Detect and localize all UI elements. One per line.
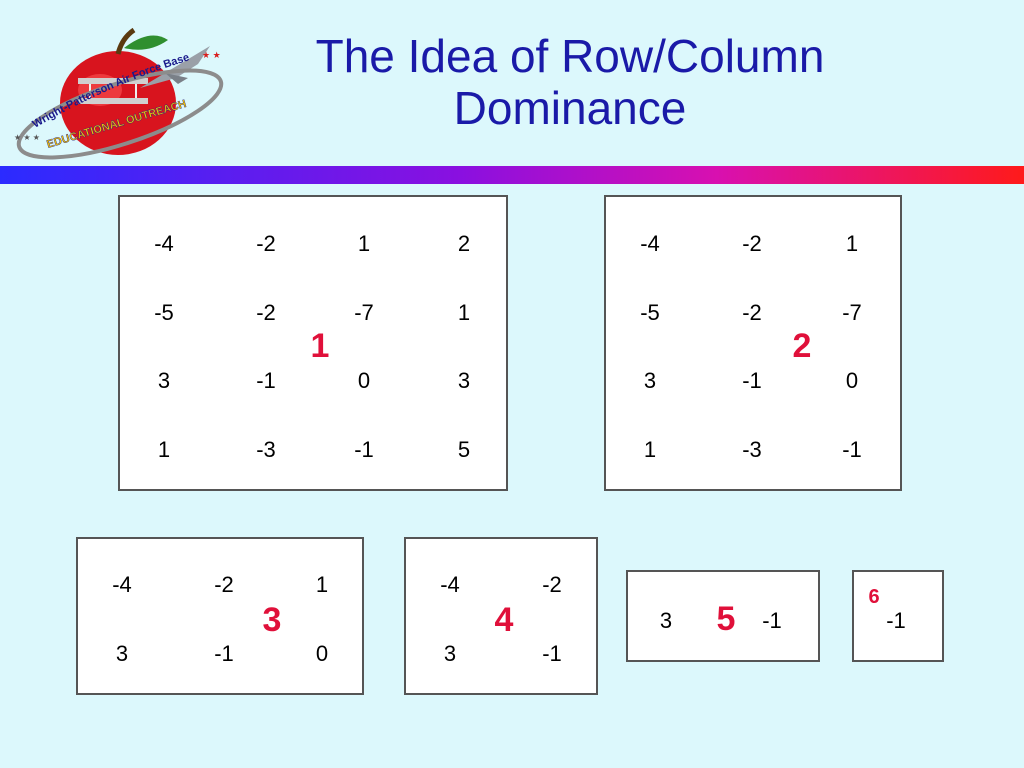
matrix-cell: -1: [842, 437, 862, 462]
matrix-cell: 1: [457, 300, 471, 325]
matrix-2: -4 -2 1 -5 -2 -7 3 -1 0 1 -3 -1 2: [604, 195, 902, 491]
matrix-cell: 5: [457, 437, 471, 462]
matrix-6: -1 6: [852, 570, 944, 662]
matrix-cell: 1: [315, 572, 329, 597]
matrix-cell: -5: [154, 300, 174, 325]
matrix-4: -4 -2 3 -1 4: [404, 537, 598, 695]
matrix-cell: 3: [443, 641, 457, 666]
svg-text:★ ★ ★: ★ ★ ★: [14, 133, 40, 142]
matrix-1: -4 -2 1 2 -5 -2 -7 1 3 -1 0 3 1 -3 -1 5 …: [118, 195, 508, 491]
matrix-1-label: 1: [310, 327, 330, 365]
matrix-5-label: 5: [716, 600, 736, 638]
matrix-3: -4 -2 1 3 -1 0 3: [76, 537, 364, 695]
matrix-cell: 3: [659, 608, 673, 633]
matrix-cell: -4: [154, 231, 174, 256]
matrix-5: 3 -1 5: [626, 570, 820, 662]
matrix-cell: 0: [315, 641, 329, 666]
matrix-cell: 2: [457, 231, 471, 256]
title-line-1: The Idea of Row/Column: [315, 30, 825, 82]
matrix-cell: -3: [256, 437, 276, 462]
matrix-cell: -1: [256, 368, 276, 393]
matrix-cell: -1: [542, 641, 562, 666]
gradient-divider: [0, 166, 1024, 184]
matrix-cell: 0: [845, 368, 859, 393]
matrix-cell: -4: [440, 572, 460, 597]
slide-title: The Idea of Row/Column Dominance: [300, 30, 840, 134]
matrix-cell: -4: [640, 231, 660, 256]
matrix-2-label: 2: [792, 327, 812, 365]
matrix-cell: 1: [643, 437, 657, 462]
matrix-cell: 0: [357, 368, 371, 393]
matrix-6-label: 6: [868, 586, 880, 608]
matrix-cell: -1: [214, 641, 234, 666]
matrix-cell: 3: [157, 368, 171, 393]
matrix-cell: 1: [845, 231, 859, 256]
matrix-cell: -2: [256, 231, 276, 256]
matrix-cell: -7: [842, 300, 862, 325]
matrix-cell: -2: [542, 572, 562, 597]
matrix-cell: -7: [354, 300, 374, 325]
matrix-cell: -3: [742, 437, 762, 462]
matrix-cell: 3: [643, 368, 657, 393]
matrix-cell: -1: [886, 608, 906, 633]
title-line-2: Dominance: [453, 82, 687, 134]
matrix-cell: -1: [354, 437, 374, 462]
wright-patterson-outreach-logo: ★ ★ Wright-Patterson Air Force Base EDUC…: [14, 27, 224, 160]
svg-text:★ ★: ★ ★: [202, 50, 221, 60]
matrix-cell: -2: [742, 300, 762, 325]
matrix-cell: 3: [115, 641, 129, 666]
matrix-cell: 3: [457, 368, 471, 393]
matrix-cell: 1: [357, 231, 371, 256]
matrix-cell: -2: [742, 231, 762, 256]
matrix-4-label: 4: [494, 601, 514, 639]
matrix-cell: 1: [157, 437, 171, 462]
matrix-cell: -5: [640, 300, 660, 325]
matrix-cell: -2: [214, 572, 234, 597]
matrix-cell: -1: [742, 368, 762, 393]
matrix-cell: -2: [256, 300, 276, 325]
matrix-cell: -1: [762, 608, 782, 633]
matrix-cell: -4: [112, 572, 132, 597]
matrix-3-label: 3: [262, 601, 282, 639]
